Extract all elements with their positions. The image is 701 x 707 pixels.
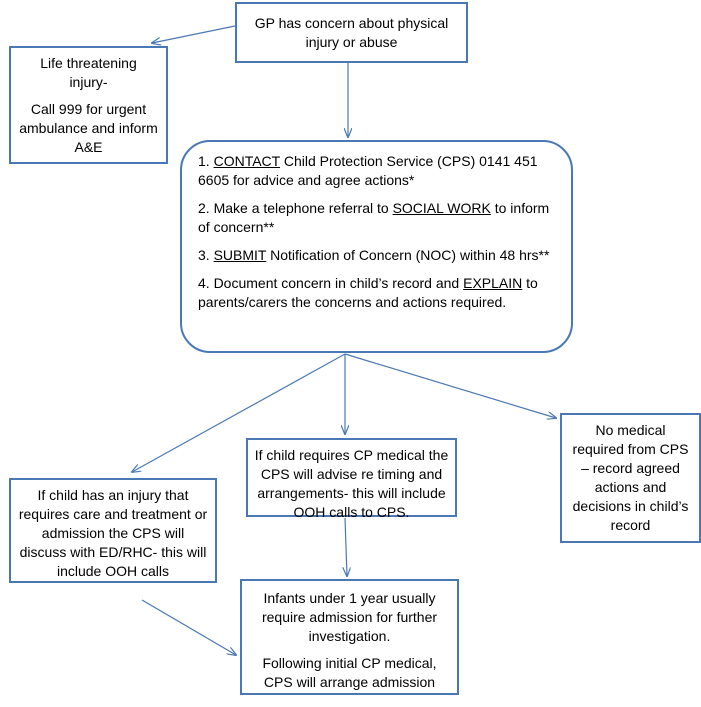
infants-text: Infants under 1 year usually require adm… (261, 590, 438, 644)
arrow-gp-to-life-threatening (152, 25, 236, 43)
gp-concern-box: GP has concern about physical injury or … (235, 2, 468, 63)
step-1-prefix: 1. (198, 153, 214, 169)
actions-box: 1. CONTACT Child Protection Service (CPS… (180, 140, 573, 353)
cp-medical-box: If child requires CP medical the CPS wil… (246, 438, 457, 520)
step-2-keyword: SOCIAL WORK (392, 200, 491, 216)
step-2-prefix: 2. Make a telephone referral to (198, 200, 393, 216)
arrow-actions-to-no-medical (344, 353, 556, 418)
step-1-keyword: CONTACT (213, 153, 280, 169)
infants-admission-text: Following initial CP medical, CPS will a… (262, 655, 437, 690)
gp-concern-text: GP has concern about physical injury or … (254, 14, 449, 50)
step-1-text: Child Protection Service (CPS) 0141 451 … (198, 153, 538, 188)
step-3-text: Notification of Concern (NOC) within 48 … (266, 247, 550, 263)
action-step-2: 2. Make a telephone referral to SOCIAL W… (198, 199, 557, 237)
arrow-actions-to-injury-care (132, 353, 346, 472)
step-4-text: to parents/carers the concerns and actio… (198, 275, 538, 310)
action-step-4: 4. Document concern in child’s record an… (198, 274, 557, 312)
life-threatening-box: Life threatening injury- Call 999 for ur… (9, 46, 168, 164)
step-3-prefix: 3. (198, 247, 214, 263)
action-step-1: 1. CONTACT Child Protection Service (CPS… (198, 152, 557, 190)
life-threatening-line2: injury- (69, 74, 108, 90)
injury-care-box: If child has an injury that requires car… (9, 478, 217, 583)
no-medical-box: No medical required from CPS – record ag… (560, 413, 701, 543)
step-4-prefix: 4. Document concern in child’s record an… (198, 275, 464, 291)
no-medical-text: No medical required from CPS – record ag… (572, 422, 689, 533)
action-step-3: 3. SUBMIT Notification of Concern (NOC) … (198, 246, 557, 265)
arrow-injury-care-to-infants (141, 599, 236, 655)
step-4-keyword: EXPLAIN (463, 275, 523, 291)
arrow-cp-medical-to-infants (345, 517, 347, 576)
injury-care-text: If child has an injury that requires car… (18, 487, 208, 579)
life-threatening-line1: Life threatening (40, 55, 137, 71)
step-2-text: to inform of concern** (198, 200, 550, 235)
step-3-keyword: SUBMIT (213, 247, 267, 263)
infants-box: Infants under 1 year usually require adm… (240, 579, 459, 695)
life-threatening-instruction: Call 999 for urgent ambulance and inform… (19, 101, 158, 155)
cp-medical-text: If child requires CP medical the CPS wil… (254, 447, 449, 520)
